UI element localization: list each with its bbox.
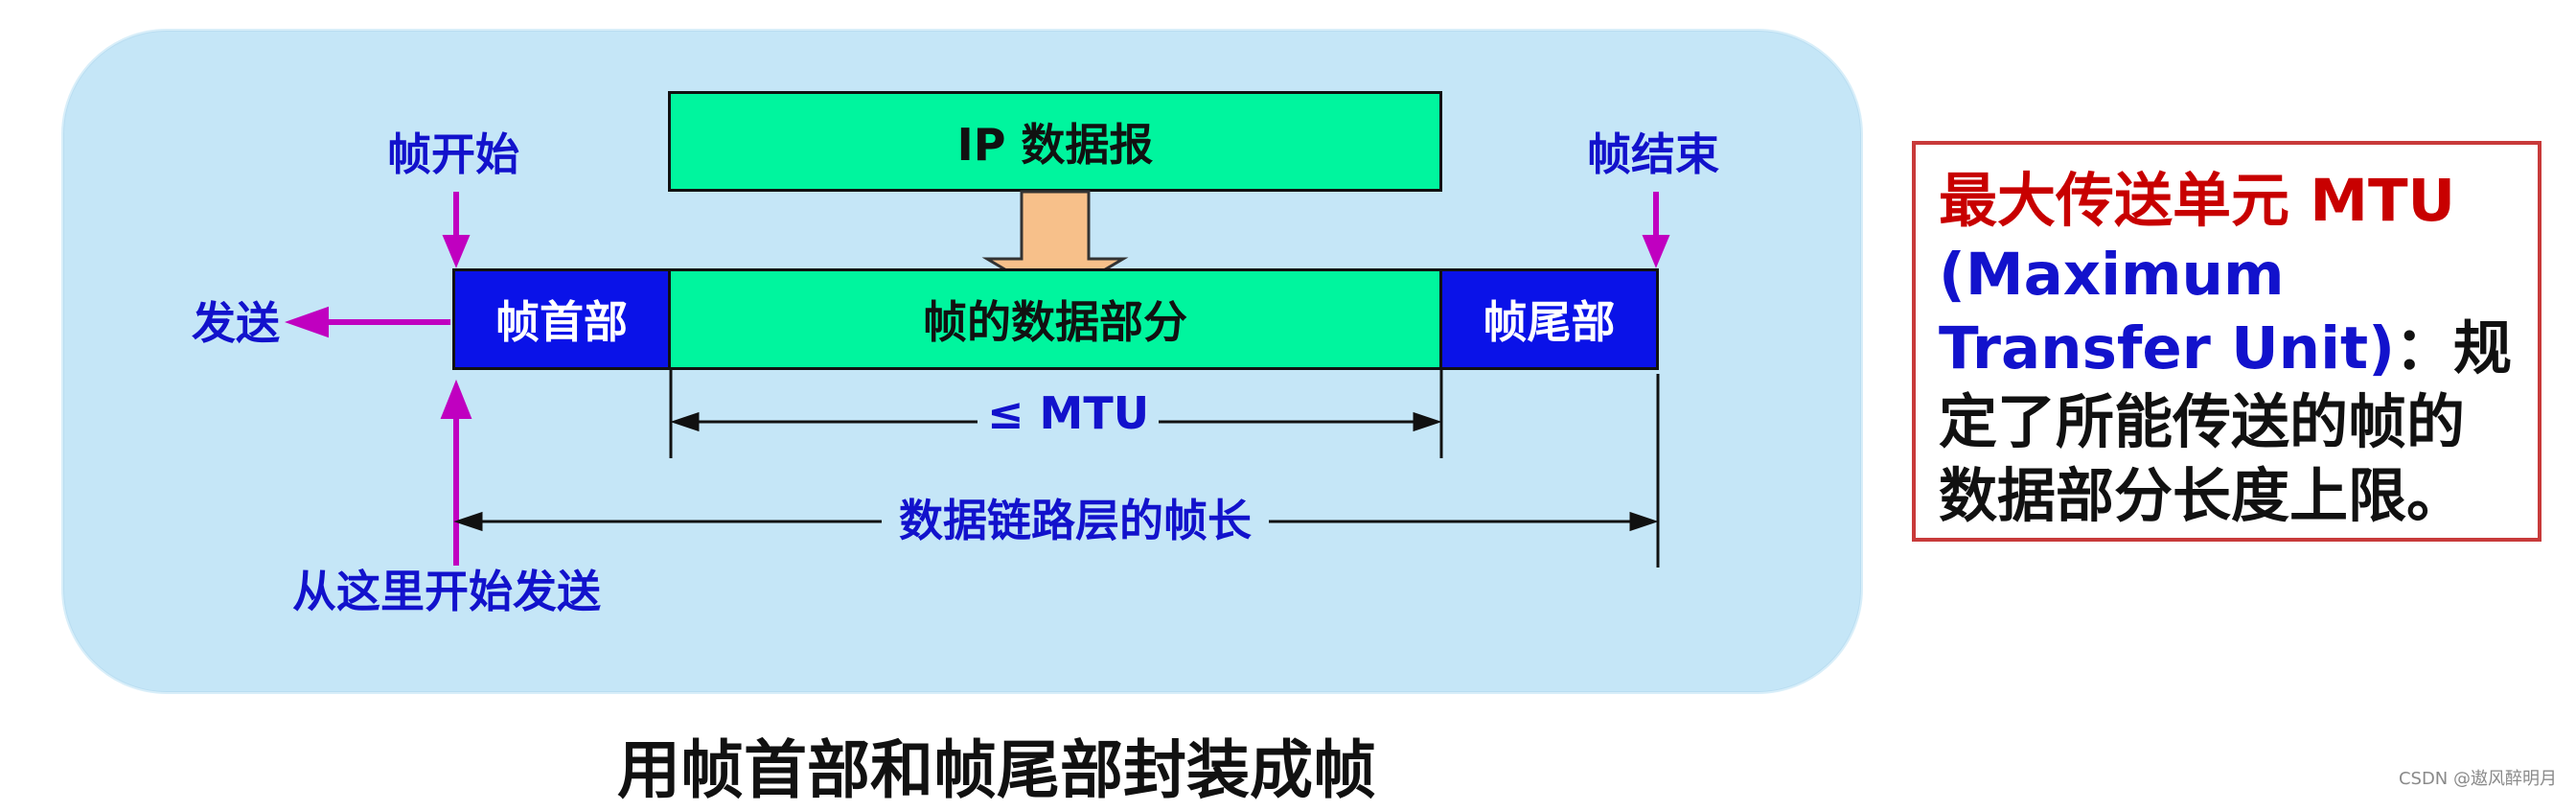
frame-end-label: 帧结束: [1587, 128, 1719, 180]
frame-header-label: 帧首部: [495, 296, 628, 348]
mtu-term: 最大传送单元 MTU: [1939, 167, 2456, 235]
send-from-here-label: 从这里开始发送: [292, 566, 601, 617]
frame-trailer-label: 帧尾部: [1483, 296, 1616, 348]
frame-length-label: 数据链路层的帧长: [882, 498, 1269, 543]
ip-datagram-label: IP 数据报: [956, 118, 1154, 171]
mtu-english: (Maximum Transfer Unit): [1939, 241, 2396, 382]
magenta-arrows: [284, 192, 1670, 566]
frame-data-label: 帧的数据部分: [923, 296, 1187, 348]
mtu-note-box: 最大传送单元 MTU (Maximum Transfer Unit)：规定了所能…: [1912, 141, 2542, 542]
mtu-bound-label: ≤ MTU: [978, 391, 1160, 435]
send-label: 发送: [192, 297, 280, 349]
diagram-caption: 用帧首部和帧尾部封装成帧: [617, 733, 1376, 807]
frame-header-box: 帧首部: [452, 268, 671, 370]
frame-start-label: 帧开始: [387, 128, 519, 180]
ip-datagram-box: IP 数据报: [668, 91, 1442, 192]
frame-trailer-box: 帧尾部: [1439, 268, 1659, 370]
watermark: CSDN @遨风醉明月: [2398, 769, 2557, 789]
frame-data-box: 帧的数据部分: [668, 268, 1442, 370]
mtu-definition: 规定了所能传送的帧的数据部分长度上限。: [1939, 314, 2513, 530]
mtu-colon: ：: [2395, 314, 2454, 382]
